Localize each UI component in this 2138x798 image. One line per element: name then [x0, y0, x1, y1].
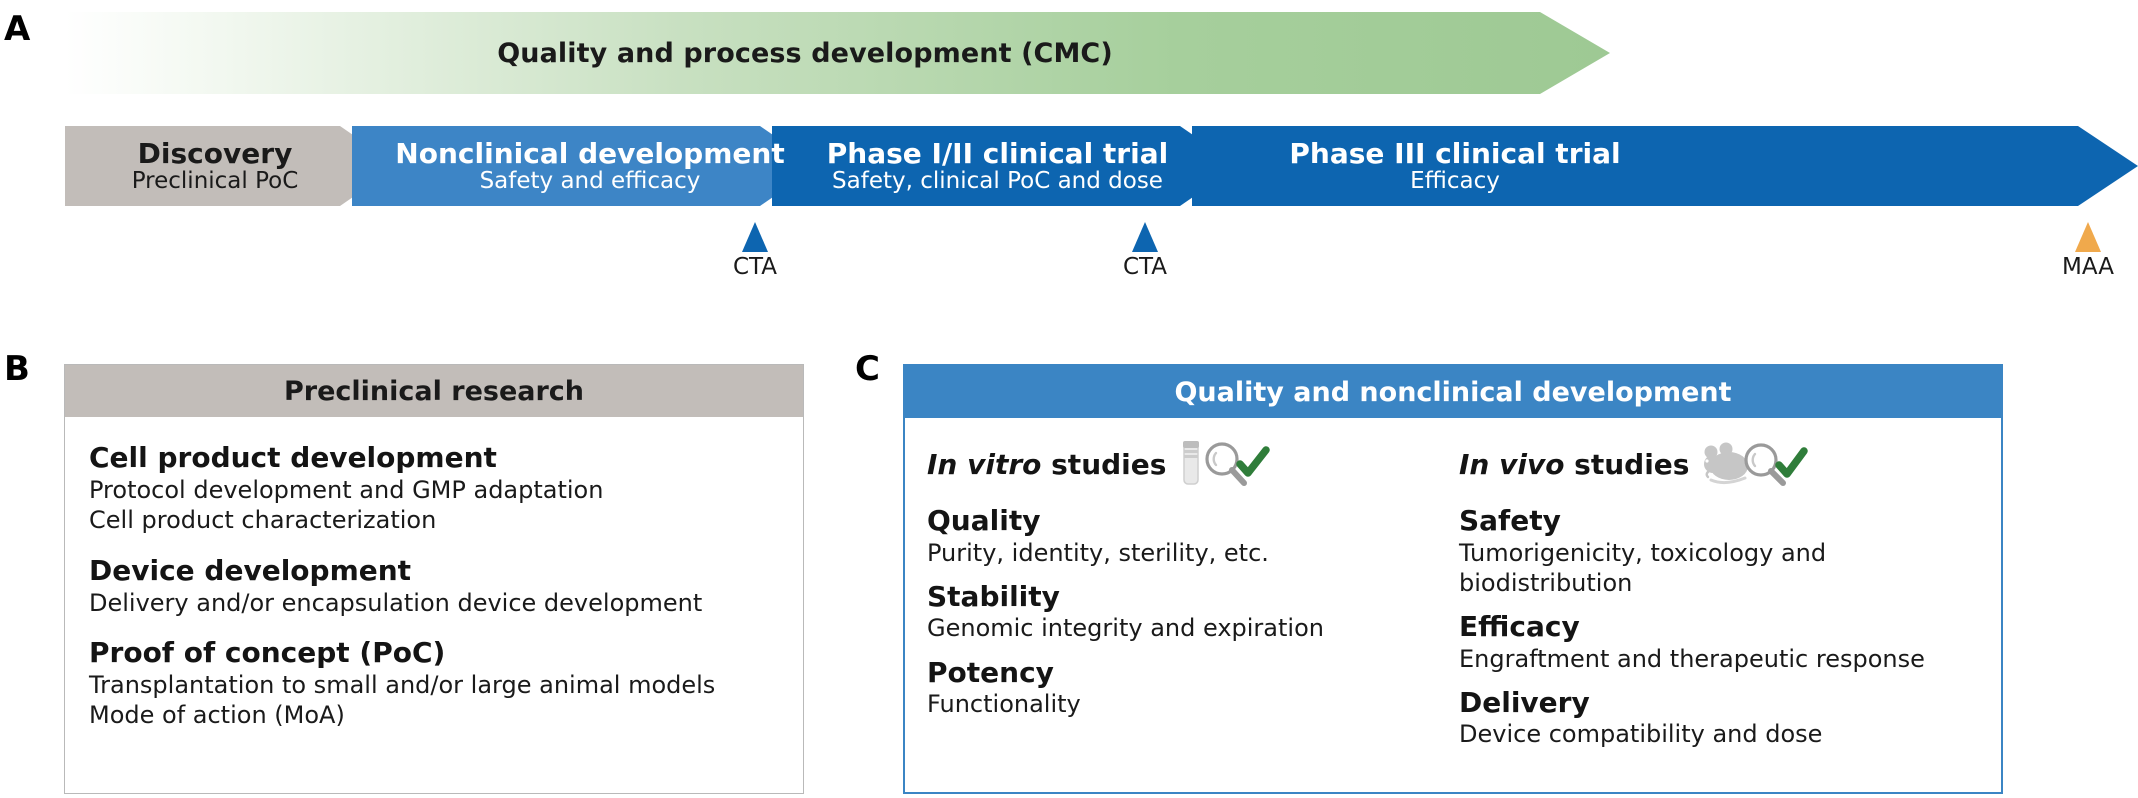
panel-b-preclinical-research: Preclinical research Cell product develo…	[64, 364, 804, 794]
c-group-heading: Safety	[1459, 504, 1561, 537]
c-group-heading: Stability	[927, 579, 1060, 613]
b-group-heading: Device development	[89, 553, 412, 587]
panel-letter-b: B	[4, 349, 30, 389]
milestone-label: CTA	[1122, 254, 1168, 280]
b-group-proof-of-concept: Proof of concept (PoC) Transplantation t…	[89, 636, 779, 731]
c-column-in-vivo: In vivo studies	[1453, 436, 1979, 750]
c-group-line: Engraftment and therapeutic response	[1459, 644, 1925, 673]
b-group-line: Transplantation to small and/or large an…	[89, 671, 716, 700]
triangle-marker-icon	[2075, 222, 2101, 252]
c-group-line: Purity, identity, sterility, etc.	[927, 538, 1269, 567]
stage-chevron-phase12	[772, 126, 1238, 206]
c-studies-italic: In vivo	[1459, 447, 1565, 481]
b-group-device-development: Device development Delivery and/or encap…	[89, 554, 779, 618]
c-group-stability: Stability Genomic integrity and expirati…	[927, 580, 1453, 644]
c-studies-rest: studies	[1041, 447, 1167, 481]
milestone-cta-1: CTA	[710, 222, 800, 279]
panel-c-body: In vitro studies	[905, 418, 2001, 760]
c-studies-row: In vivo studies	[1459, 436, 1979, 492]
cmc-band-label: Quality and process development (CMC)	[497, 38, 1113, 69]
c-studies-italic: In vitro	[927, 447, 1042, 481]
c-group-heading: Quality	[927, 504, 1041, 537]
mouse-magnifier-check-icon	[1699, 438, 1809, 490]
c-group-efficacy: Efficacy Engraftment and therapeutic res…	[1459, 610, 1979, 674]
stage-chevron-strip	[0, 120, 2138, 212]
stage-chevron-discovery	[65, 126, 398, 206]
cmc-band	[65, 12, 1610, 94]
panel-b-header: Preclinical research	[65, 365, 803, 417]
c-group-heading: Potency	[927, 655, 1054, 689]
b-group-line: Protocol development and GMP adaptation	[89, 476, 604, 505]
c-group-line: Device compatibility and dose	[1459, 720, 1823, 749]
c-group-heading: Delivery	[1459, 685, 1590, 719]
b-group-cell-product-development: Cell product development Protocol develo…	[89, 441, 779, 536]
vial-magnifier-check-icon	[1176, 438, 1272, 490]
milestone-label: CTA	[732, 254, 778, 280]
c-group-delivery: Delivery Device compatibility and dose	[1459, 686, 1979, 750]
c-studies-row: In vitro studies	[927, 436, 1453, 492]
c-studies-label: In vitro studies	[927, 448, 1166, 481]
panel-a-development-pipeline: A Quality and process development (CMC)	[0, 0, 2138, 330]
c-studies-label: In vivo studies	[1459, 448, 1689, 481]
c-group-line: Functionality	[927, 690, 1081, 719]
b-group-heading: Proof of concept (PoC)	[89, 636, 446, 670]
c-group-line: Tumorigenicity, toxicology and biodistri…	[1459, 538, 1827, 597]
panel-letter-a: A	[4, 9, 31, 49]
stage-chevron-phase3	[1192, 126, 2138, 206]
c-studies-rest: studies	[1564, 447, 1690, 481]
c-group-line: Genomic integrity and expiration	[927, 614, 1324, 643]
b-group-line: Cell product characterization	[89, 506, 437, 535]
panel-c-quality-nonclinical-development: Quality and nonclinical development In v…	[903, 364, 2003, 794]
c-column-in-vitro: In vitro studies	[927, 436, 1453, 750]
milestone-label: MAA	[2062, 254, 2114, 280]
panel-b-body: Cell product development Protocol develo…	[65, 417, 803, 741]
c-group-safety: Safety Tumorigenicity, toxicology and bi…	[1459, 504, 1979, 598]
b-group-heading: Cell product development	[89, 441, 497, 474]
milestone-maa: MAA	[2043, 222, 2133, 279]
stage-chevron-nonclinical	[352, 126, 818, 206]
c-group-potency: Potency Functionality	[927, 656, 1453, 720]
c-group-heading: Efficacy	[1459, 610, 1580, 644]
panel-letter-c: C	[855, 349, 880, 389]
triangle-marker-icon	[742, 222, 768, 252]
panel-c-header: Quality and nonclinical development	[905, 366, 2001, 418]
milestone-cta-2: CTA	[1100, 222, 1190, 279]
triangle-marker-icon	[1132, 222, 1158, 252]
b-group-line: Mode of action (MoA)	[89, 701, 345, 730]
c-group-quality: Quality Purity, identity, sterility, etc…	[927, 504, 1453, 568]
b-group-line: Delivery and/or encapsulation device dev…	[89, 588, 703, 617]
